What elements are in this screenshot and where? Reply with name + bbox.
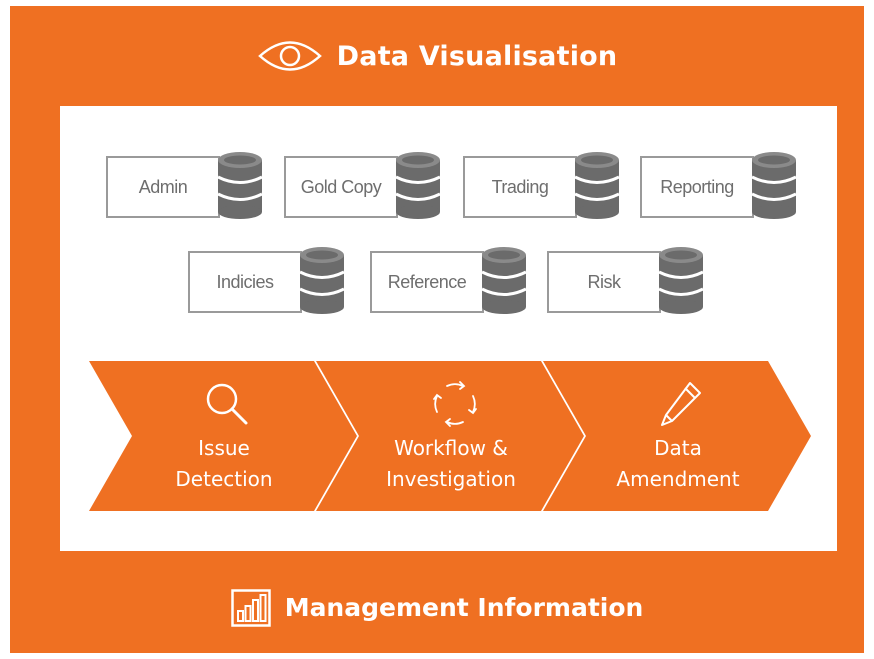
bar-chart-icon [230,588,271,627]
database-icon [299,247,345,314]
process-step-issue-detection: Issue Detection [89,361,359,511]
db-label: Risk [547,251,661,313]
db-label: Indicies [188,251,302,313]
step-text-line2: Amendment [616,467,740,491]
db-label: Trading [463,156,577,218]
eye-icon [257,41,322,71]
step-text-line1: Issue [198,436,250,460]
step-text-line2: Investigation [386,467,516,491]
footer-title: Management Information [284,593,644,622]
database-icon [395,152,441,219]
chevron-shape [316,361,584,511]
database-icon [751,152,797,219]
diagram-frame: Data Visualisation Admin Gold Copy [10,6,864,653]
process-step-data-amendment: Data Amendment [543,361,813,511]
header: Data Visualisation [10,6,864,106]
database-icon [574,152,620,219]
cycle-arrows-icon [433,381,477,427]
db-label: Gold Copy [284,156,398,218]
header-title: Data Visualisation [336,40,618,72]
process-step-workflow: Workflow & Investigation [316,361,586,511]
step-text-line1: Data [654,436,702,460]
step-text-line1: Workflow & [394,436,508,460]
database-icon [217,152,263,219]
chevron-shape [543,361,811,511]
chevron-shape [89,361,357,511]
db-label: Reference [370,251,484,313]
database-icon [658,247,704,314]
step-text-line2: Detection [175,467,273,491]
db-label: Admin [106,156,220,218]
footer: Management Information [10,562,864,653]
databases-panel: Admin Gold Copy Trading [60,106,837,551]
database-icon [481,247,527,314]
pencil-icon [661,382,701,426]
db-label: Reporting [640,156,754,218]
magnifier-icon [206,383,248,425]
